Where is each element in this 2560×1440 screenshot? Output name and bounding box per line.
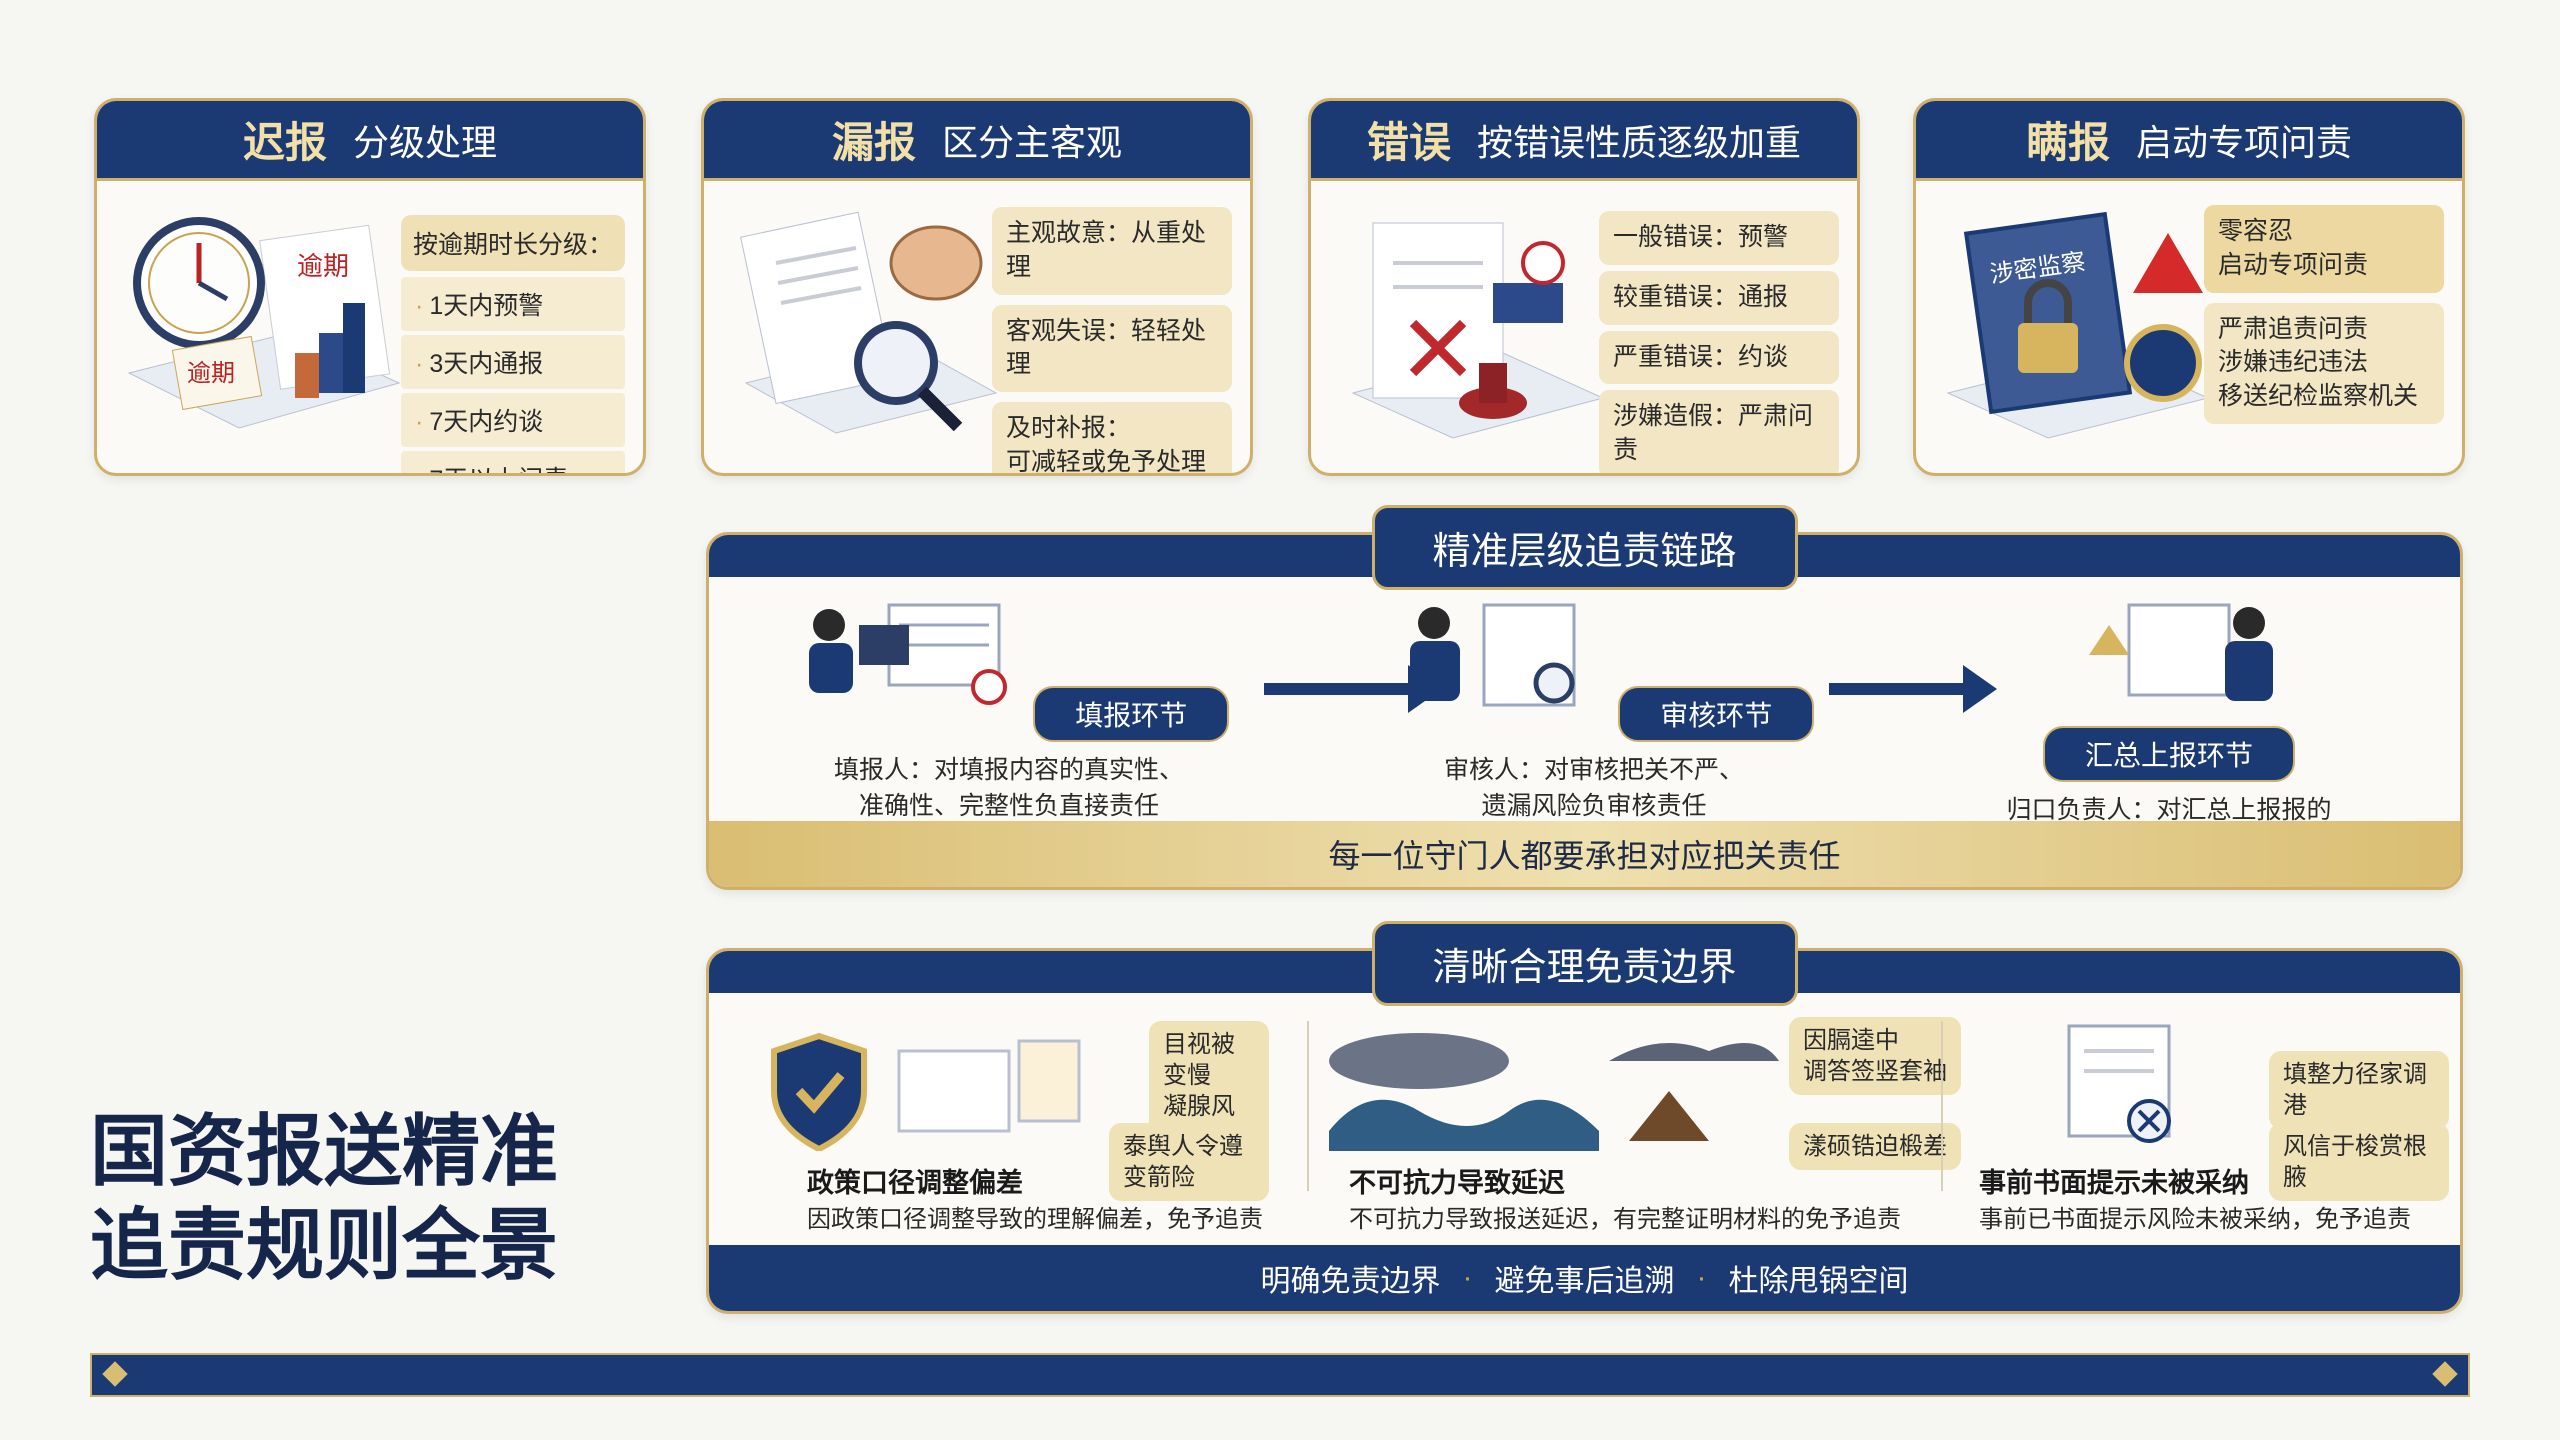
step-tag: 审核环节 [1618,686,1815,742]
arrow-icon [1829,665,1997,713]
exemption-description: 事前已书面提示风险未被采纳，免予追责 [1979,1206,2411,1233]
person-computer-icon [808,603,1007,705]
rule-pill: 及时补报： 可减轻或免予处理 [992,402,1232,473]
rule-pill: 严肃追责问责 涉嫌违纪违法 移送纪检监察机关 [2204,302,2444,424]
step-summary: 汇总上报环节 归口负责人：对汇总上报报的 合规性、及时性负管理责任 [1939,595,2399,865]
blurred-tag: 因膈逵中 调答签竖套袖 [1789,1017,1961,1096]
rule-pill: 主观故意：从重处理 [992,207,1232,295]
rule-pill: 较重错误：通报 [1599,270,1839,325]
card-late-report: 迟报 分级处理 逾期 逾期 按逾期时长分级： 1天内预警 3天内通报 7天内约谈… [94,98,646,476]
overdue-stamp-2: 逾期 [297,252,349,282]
panel-title: 精准层级追责链路 [1371,505,1798,590]
concealment-list: 零容忍 启动专项问责 严肃追责问责 涉嫌违纪违法 移送纪检监察机关 [2204,205,2444,434]
card-header: 瞒报 启动专项问责 [1916,101,2462,181]
card-omission: 漏报 区分主客观 主观故意：从重处理 客观失误：轻轻处理 及时补报： 可减轻或免… [701,98,1253,476]
accountability-chain-panel: 精准层级追责链路 填报环节 填报人：对填报内容的真实性、 准确性、完整性负直接责… [706,505,2463,890]
step-description: 填报人：对填报内容的真实性、 准确性、完整性负直接责任 [833,756,1184,821]
card-title: 瞒报 [2025,118,2110,167]
lock-book-illustration: 涉密监察 [1946,211,2210,439]
exemption-panel: 清晰合理免责边界 目视被变慢 凝腺风乐 泰舆人令遵变箭险 政策口径调整偏差 因政… [706,921,2463,1314]
footer-dot: · [1696,1261,1707,1294]
list-item: 7天以上问责 [401,451,625,473]
storm-wave-icon [1329,1033,1779,1151]
card-subtitle: 分级处理 [353,121,498,163]
step-tag: 汇总上报环节 [2042,726,2295,782]
card-header: 漏报 区分主客观 [704,101,1250,181]
exemption-title: 政策口径调整偏差 [807,1168,1023,1198]
exemption-description: 因政策口径调整导致的理解偏差，免予追责 [807,1206,1263,1233]
card-title: 迟报 [242,118,327,167]
rule-pill: 客观失误：轻轻处理 [992,304,1232,392]
exemption-prior-notice: 填整力径家调港 风信于梭赏根腋 事前书面提示未被采纳 事前已书面提示风险未被采纳… [1969,1011,2449,1233]
blurred-tag: 风信于梭赏根腋 [2269,1123,2449,1202]
exemption-policy: 目视被变慢 凝腺风乐 泰舆人令遵变箭险 政策口径调整偏差 因政策口径调整导致的理… [749,1011,1269,1233]
footer-item: 避免事后追溯 [1494,1265,1675,1298]
exemption-title: 事前书面提示未被采纳 [1979,1168,2249,1198]
exemption-description: 不可抗力导致报送延迟，有完整证明材料的免予追责 [1349,1206,1901,1233]
list-head: 按逾期时长分级： [401,215,625,271]
list-item: 7天内约谈 [401,393,625,447]
chain-footer: 每一位守门人都要承担对应把关责任 [709,821,2460,887]
document-magnifier-illustration [740,211,998,434]
list-item: 3天内通报 [401,335,625,389]
error-list: 一般错误：预警 较重错误：通报 严重错误：约谈 涉嫌造假：严肃问责 [1599,211,1839,473]
card-header: 迟报 分级处理 [97,101,643,181]
card-title: 错误 [1366,118,1451,167]
blurred-tag: 泰舆人令遵变箭险 [1109,1123,1269,1202]
card-concealment: 瞒报 启动专项问责 涉密监察 零容忍 启动专项问责 严肃追责问责 涉嫌违纪违法 … [1913,98,2465,476]
panel-title: 清晰合理免责边界 [1371,921,1798,1006]
step-description: 审核人：对审核把关不严、 遗漏风险负审核责任 [1443,756,1744,821]
exemption-title: 不可抗力导致延迟 [1349,1168,1565,1198]
rule-pill: 涉嫌造假：严肃问责 [1599,390,1839,473]
card-error: 错误 按错误性质逐级加重 一般错误：预警 较重错误：通报 严重错误：约谈 涉嫌造… [1308,98,1860,476]
blurred-tag: 填整力径家调港 [2269,1051,2449,1130]
footer-item: 杜除甩锅空间 [1728,1265,1909,1298]
exemption-footer: 明确免责边界 · 避免事后追溯 · 杜除甩锅空间 [709,1245,2460,1311]
step-review: 审核环节 审核人：对审核把关不严、 遗漏风险负审核责任 [1364,595,1824,825]
shield-check-icon [771,1032,1081,1151]
main-title-line: 追责规则全景 [90,1199,559,1291]
card-title: 漏报 [831,118,916,167]
rule-pill: 严重错误：约谈 [1599,330,1839,385]
list-item: 1天内预警 [401,277,625,331]
exemption-force-majeure: 因膈逵中 调答签竖套袖 漾硕锆迫椴差 不可抗力导致延迟 不可抗力导致报送延迟，有… [1329,1011,1969,1233]
footer-dot: · [1462,1261,1473,1294]
rule-pill: 一般错误：预警 [1599,211,1839,265]
grading-list: 按逾期时长分级： 1天内预警 3天内通报 7天内约谈 7天以上问责 [401,215,625,473]
overdue-stamp-1: 逾期 [187,359,235,387]
card-subtitle: 区分主客观 [942,121,1123,163]
person-submit-icon [2089,603,2273,701]
card-header: 错误 按错误性质逐级加重 [1311,101,1857,181]
main-title: 国资报送精准 追责规则全景 [90,1105,558,1292]
main-title-line: 国资报送精准 [90,1106,559,1197]
footer-item: 明确免责边界 [1260,1265,1441,1298]
person-review-icon [1409,603,1576,707]
clock-calendar-illustration: 逾期 逾期 [127,217,401,429]
error-document-illustration [1351,222,1605,439]
card-subtitle: 按错误性质逐级加重 [1477,121,1802,163]
step-tag: 填报环节 [1033,686,1230,742]
document-x-icon [2067,1024,2171,1143]
blurred-tag: 漾硕锆迫椴差 [1789,1123,1961,1171]
rule-pill: 零容忍 启动专项问责 [2204,205,2444,293]
step-fill: 填报环节 填报人：对填报内容的真实性、 准确性、完整性负直接责任 [779,595,1239,825]
bottom-decorative-bar [90,1353,2470,1397]
omission-list: 主观故意：从重处理 客观失误：轻轻处理 及时补报： 可减轻或免予处理 [992,207,1232,473]
card-subtitle: 启动专项问责 [2136,121,2353,163]
